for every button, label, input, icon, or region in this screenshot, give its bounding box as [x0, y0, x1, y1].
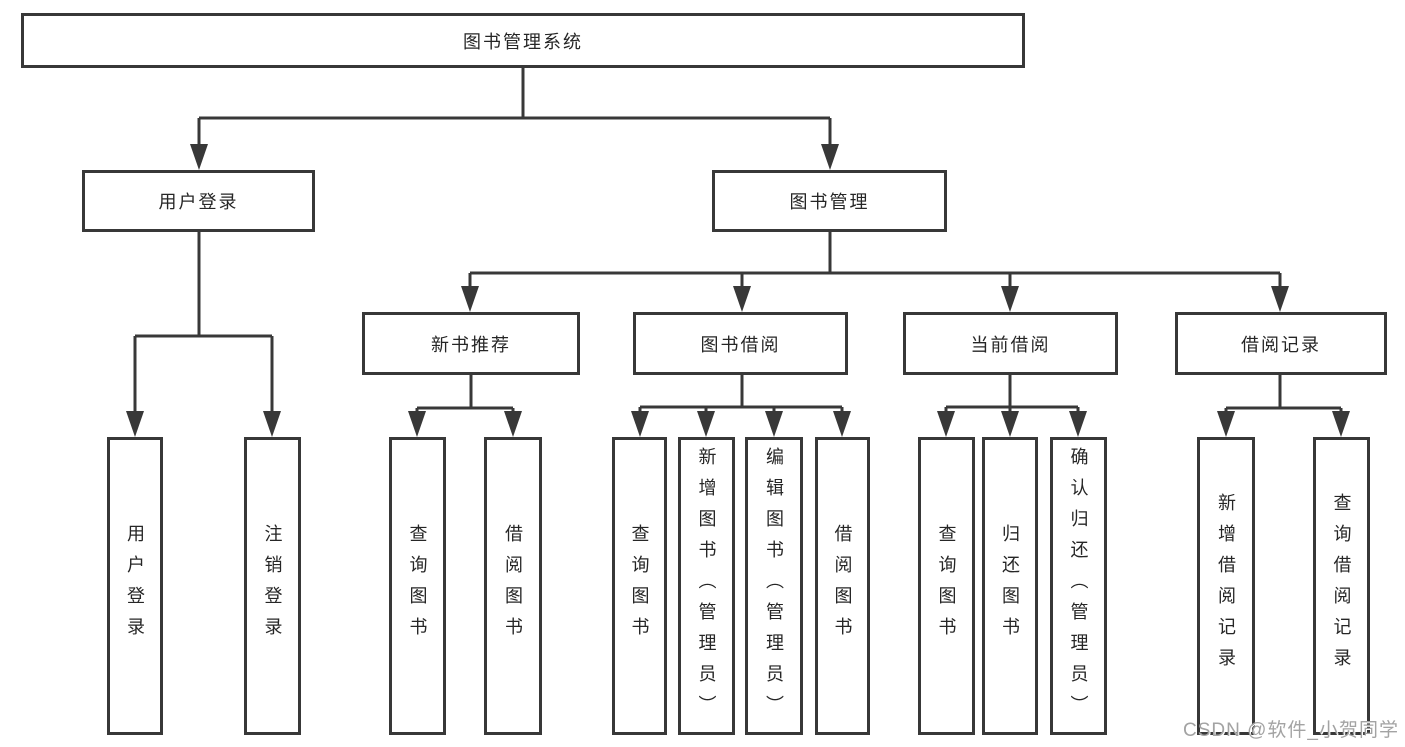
leaf-add-books-admin: 新增图书（管理员）	[678, 437, 735, 735]
csdn-watermark: CSDN @软件_小贺同学	[1183, 720, 1399, 741]
leaf-borrow-books-label: 借阅图书	[832, 524, 853, 648]
edges-current-borrow	[937, 375, 1087, 437]
leaf-user-login: 用户登录	[107, 437, 163, 735]
leaf-borrow-books-recommend-label: 借阅图书	[503, 524, 523, 648]
leaf-logout: 注销登录	[244, 437, 301, 735]
edges-new-book-recommend	[408, 375, 522, 437]
leaf-query-borrow-record-label: 查询借阅记录	[1331, 493, 1352, 679]
node-root-label: 图书管理系统	[463, 31, 583, 52]
node-new-book-recommend-label: 新书推荐	[431, 334, 511, 355]
leaf-borrow-books-recommend: 借阅图书	[484, 437, 542, 735]
leaf-borrow-books: 借阅图书	[815, 437, 870, 735]
edges-root	[190, 68, 839, 170]
edges-borrow-records	[1217, 375, 1350, 437]
leaf-logout-label: 注销登录	[262, 524, 283, 648]
leaf-add-borrow-record-label: 新增借阅记录	[1216, 493, 1236, 679]
node-book-management: 图书管理	[712, 170, 947, 232]
edges-book-management	[461, 232, 1289, 312]
node-user-login: 用户登录	[82, 170, 315, 232]
node-user-login-label: 用户登录	[158, 192, 239, 212]
node-current-borrow-label: 当前借阅	[970, 334, 1051, 355]
node-new-book-recommend: 新书推荐	[362, 312, 580, 375]
node-book-borrow: 图书借阅	[633, 312, 848, 375]
node-borrow-records: 借阅记录	[1175, 312, 1387, 375]
node-book-management-label: 图书管理	[789, 192, 870, 212]
leaf-edit-books-admin: 编辑图书（管理员）	[745, 437, 803, 735]
leaf-query-books-borrow-label: 查询图书	[629, 524, 650, 648]
edges-book-borrow	[631, 375, 851, 437]
node-book-borrow-label: 图书借阅	[700, 334, 781, 355]
leaf-query-borrow-record: 查询借阅记录	[1313, 437, 1370, 735]
leaf-query-books-current: 查询图书	[918, 437, 975, 735]
leaf-user-login-label: 用户登录	[125, 524, 145, 648]
edges-user-login	[126, 232, 281, 437]
node-root: 图书管理系统	[21, 13, 1025, 68]
leaf-query-books-borrow: 查询图书	[612, 437, 667, 735]
node-borrow-records-label: 借阅记录	[1241, 334, 1321, 355]
leaf-query-books-current-label: 查询图书	[936, 524, 957, 648]
leaf-query-books-recommend-label: 查询图书	[407, 524, 428, 648]
node-current-borrow: 当前借阅	[903, 312, 1118, 375]
leaf-edit-books-admin-label: 编辑图书（管理员）	[764, 446, 784, 726]
leaf-return-books-label: 归还图书	[1000, 524, 1020, 648]
leaf-query-books-recommend: 查询图书	[389, 437, 446, 735]
leaf-add-borrow-record: 新增借阅记录	[1197, 437, 1255, 735]
leaf-add-books-admin-label: 新增图书（管理员）	[696, 446, 717, 726]
leaf-confirm-return-admin: 确认归还（管理员）	[1050, 437, 1107, 735]
leaf-return-books: 归还图书	[982, 437, 1038, 735]
leaf-confirm-return-admin-label: 确认归还（管理员）	[1068, 446, 1089, 726]
